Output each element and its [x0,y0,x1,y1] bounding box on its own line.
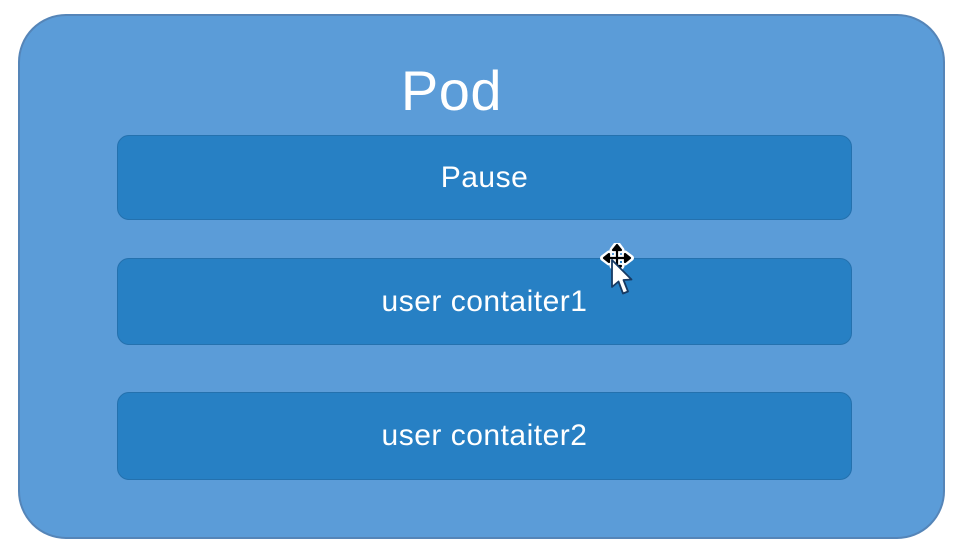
user-container2-label: user contaiter2 [381,419,588,452]
pod-title: Pod [400,59,503,122]
pause-container-label: Pause [440,160,529,194]
user-container1-box: user contaiter1 [117,258,852,345]
user-container1-label: user contaiter1 [381,284,588,318]
pod-container: Pod Pause user contaiter1 user contaiter… [18,14,945,539]
pause-container-box: Pause [117,135,852,220]
user-container2-box: user contaiter2 [117,392,852,480]
